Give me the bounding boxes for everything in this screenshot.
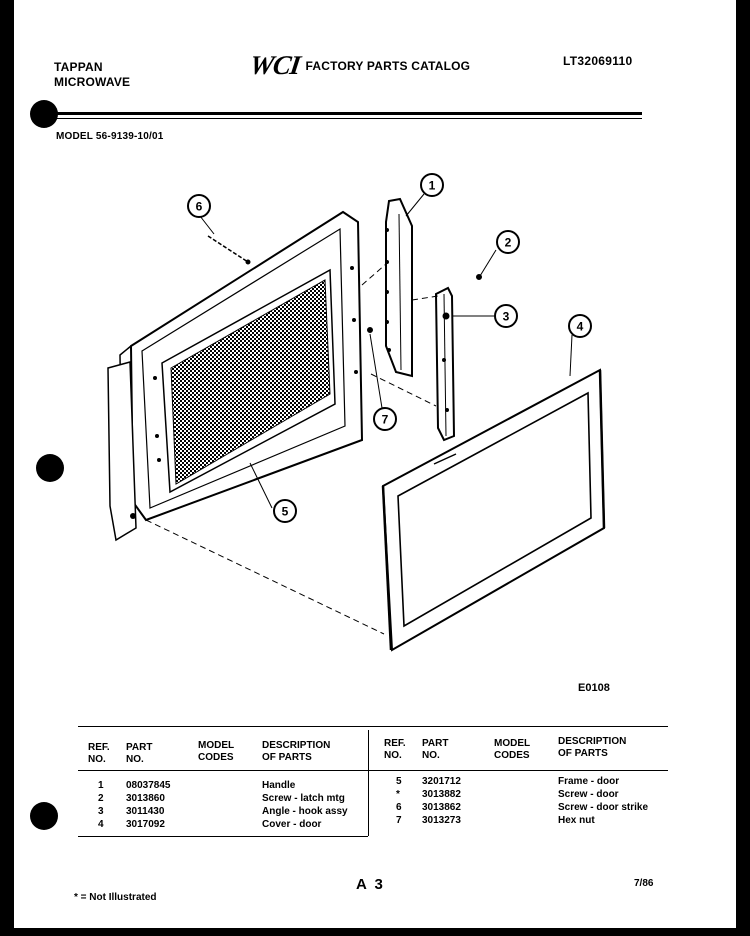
callout-3: 3 [494,304,518,328]
callout-label: 4 [577,320,584,334]
handle-part [385,197,413,378]
callout-label: 7 [382,413,389,427]
callout-label: 6 [196,200,203,214]
callout-label: 2 [505,236,512,250]
header-rule-thin [56,118,642,119]
leader-lines [145,263,439,635]
screws-and-nuts [207,235,482,333]
callout-4: 4 [568,314,592,338]
table-rule-bottom [78,836,368,837]
callout-label: 5 [282,505,289,519]
callout-label: 3 [503,310,510,324]
header-rule-thick [56,112,642,115]
table-rule-top [78,726,668,727]
col-ref-header: REF.NO. [384,738,406,761]
callout-lines [199,193,573,509]
catalog-number: LT32069110 [563,54,633,68]
callout-7: 7 [373,407,397,431]
callout-2: 2 [496,230,520,254]
model-number: MODEL 56-9139-10/01 [56,131,164,142]
revision-date: 7/86 [634,878,654,889]
callout-1: 1 [420,173,444,197]
door-cover-part [381,368,606,652]
callout-5: 5 [273,499,297,523]
table-rule-header [78,770,668,771]
callout-6: 6 [187,194,211,218]
door-frame [107,210,364,542]
punch-hole-top [30,100,58,128]
callout-label: 1 [429,179,436,193]
brand-name: TAPPAN [54,60,103,74]
page-number: A 3 [356,876,385,893]
brand-block: TAPPAN MICROWAVE [54,60,130,90]
punch-hole-bottom [30,802,58,830]
hook-angle-part [434,286,456,442]
figure-code: E0108 [578,682,610,694]
catalog-title: FACTORY PARTS CATALOG [305,58,471,73]
table-divider [368,730,369,836]
not-illustrated-note: * = Not Illustrated [74,892,157,903]
catalog-heading: WCI FACTORY PARTS CATALOG [248,50,471,81]
product-line: MICROWAVE [54,75,131,89]
col-ref-header: REF.NO. [88,742,110,765]
punch-hole-middle [36,454,64,482]
